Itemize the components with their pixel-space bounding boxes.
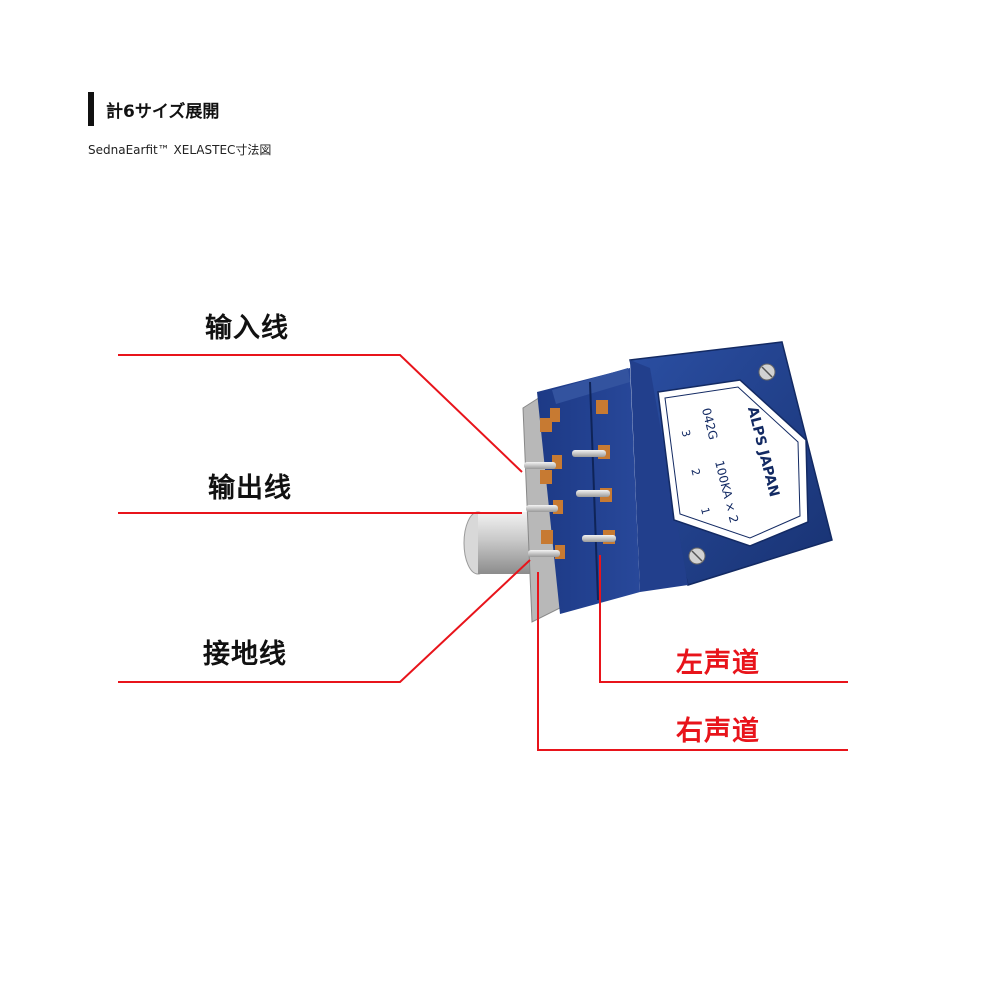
potentiometer-front-face (629, 341, 833, 592)
pin-3-text: 3 (679, 428, 693, 438)
input-wire-leader-line (118, 354, 523, 473)
section-accent-bar (88, 92, 94, 126)
terminal-pins (524, 450, 616, 557)
left-channel-leader-line (599, 555, 848, 683)
label-plate (657, 379, 809, 547)
right-channel-label: 右声道 (676, 716, 760, 747)
section-title: 計6サイズ展開 (106, 101, 220, 122)
pin-2-text: 2 (688, 467, 702, 477)
output-wire-label: 输出线 (208, 473, 292, 504)
left-channel-label: 左声道 (676, 648, 760, 679)
right-channel-leader-line (537, 572, 848, 751)
ground-wire-leader-line (118, 559, 531, 683)
pin-1-text: 1 (698, 506, 712, 516)
subtitle: SednaEarfit™ XELASTEC寸法図 (88, 143, 272, 157)
input-wire-label: 输入线 (205, 313, 289, 344)
section-header: 計6サイズ展開 (88, 92, 219, 126)
ground-wire-label: 接地线 (203, 639, 287, 670)
